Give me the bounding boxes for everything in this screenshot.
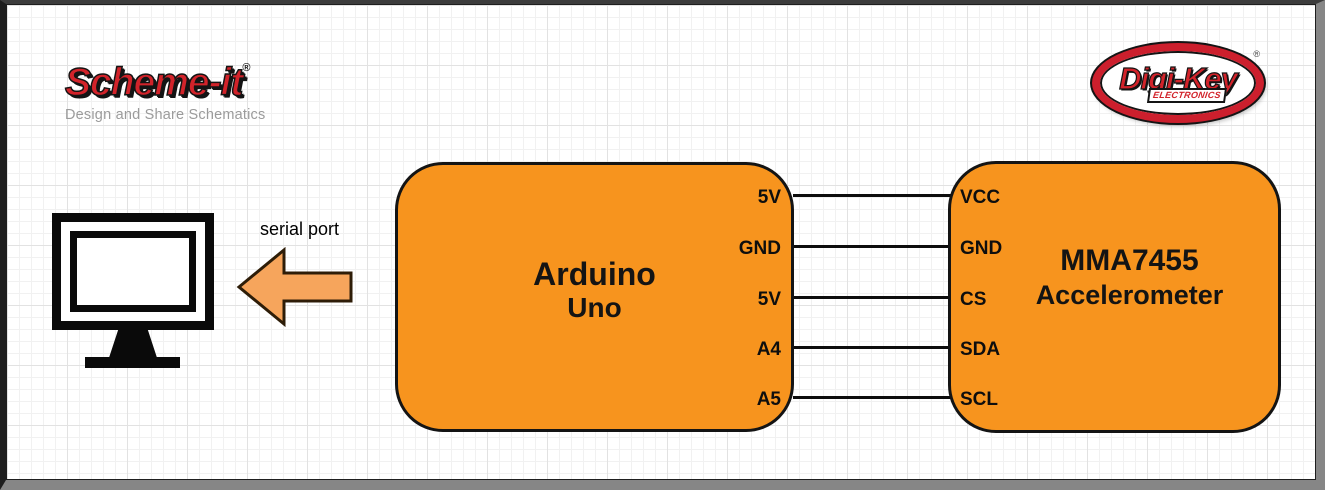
arduino-title: Arduino Uno [398, 165, 791, 429]
serial-port-arrow-icon[interactable] [236, 247, 354, 328]
accel-pin-scl: SCL [960, 389, 998, 410]
monitor-base [85, 357, 180, 368]
grid-canvas: Scheme-it® Design and Share Schematics D… [6, 4, 1316, 480]
wire-a4-sda[interactable] [793, 346, 951, 349]
scheme-it-logo: Scheme-it® Design and Share Schematics [64, 47, 266, 123]
registered-mark: ® [242, 62, 251, 74]
wire-5v-vcc[interactable] [793, 194, 951, 197]
wire-a5-scl[interactable] [793, 396, 951, 399]
arduino-pin-5v-1: 5V [757, 187, 781, 208]
arduino-title-main: Arduino [533, 256, 656, 292]
scheme-it-tagline: Design and Share Schematics [65, 107, 266, 123]
arduino-title-sub: Uno [567, 292, 622, 323]
accelerometer-title-sub: Accelerometer [1035, 280, 1224, 310]
accel-pin-vcc: VCC [960, 187, 1001, 208]
accel-pin-sda: SDA [960, 339, 1001, 360]
accelerometer-title-main: MMA7455 [1060, 244, 1199, 277]
accel-pin-cs: CS [960, 289, 987, 310]
arduino-pin-a5: A5 [756, 389, 781, 410]
serial-port-label: serial port [260, 219, 340, 239]
arduino-pin-gnd: GND [738, 238, 781, 259]
scheme-it-wordmark: Scheme-it® [64, 61, 251, 105]
monitor-screen [70, 231, 196, 312]
digi-key-logo: Digi-Key ELECTRONICS ® [1092, 43, 1264, 123]
accelerometer-title: MMA7455 Accelerometer [951, 164, 1278, 430]
wire-5v-cs[interactable] [793, 296, 951, 299]
wire-gnd-gnd[interactable] [793, 245, 951, 248]
arduino-uno-block[interactable]: Arduino Uno 5V GND 5V A4 A5 [395, 162, 794, 432]
registered-mark: ® [1253, 49, 1260, 59]
mma7455-accelerometer-block[interactable]: MMA7455 Accelerometer VCC GND CS SDA SCL [948, 161, 1281, 433]
arduino-pin-5v-2: 5V [757, 289, 781, 310]
monitor-stand [108, 329, 158, 358]
digi-key-electronics-banner: ELECTRONICS [1147, 88, 1228, 103]
arduino-pin-a4: A4 [756, 339, 781, 360]
accel-pin-gnd: GND [960, 238, 1003, 259]
monitor-bezel [52, 213, 214, 330]
